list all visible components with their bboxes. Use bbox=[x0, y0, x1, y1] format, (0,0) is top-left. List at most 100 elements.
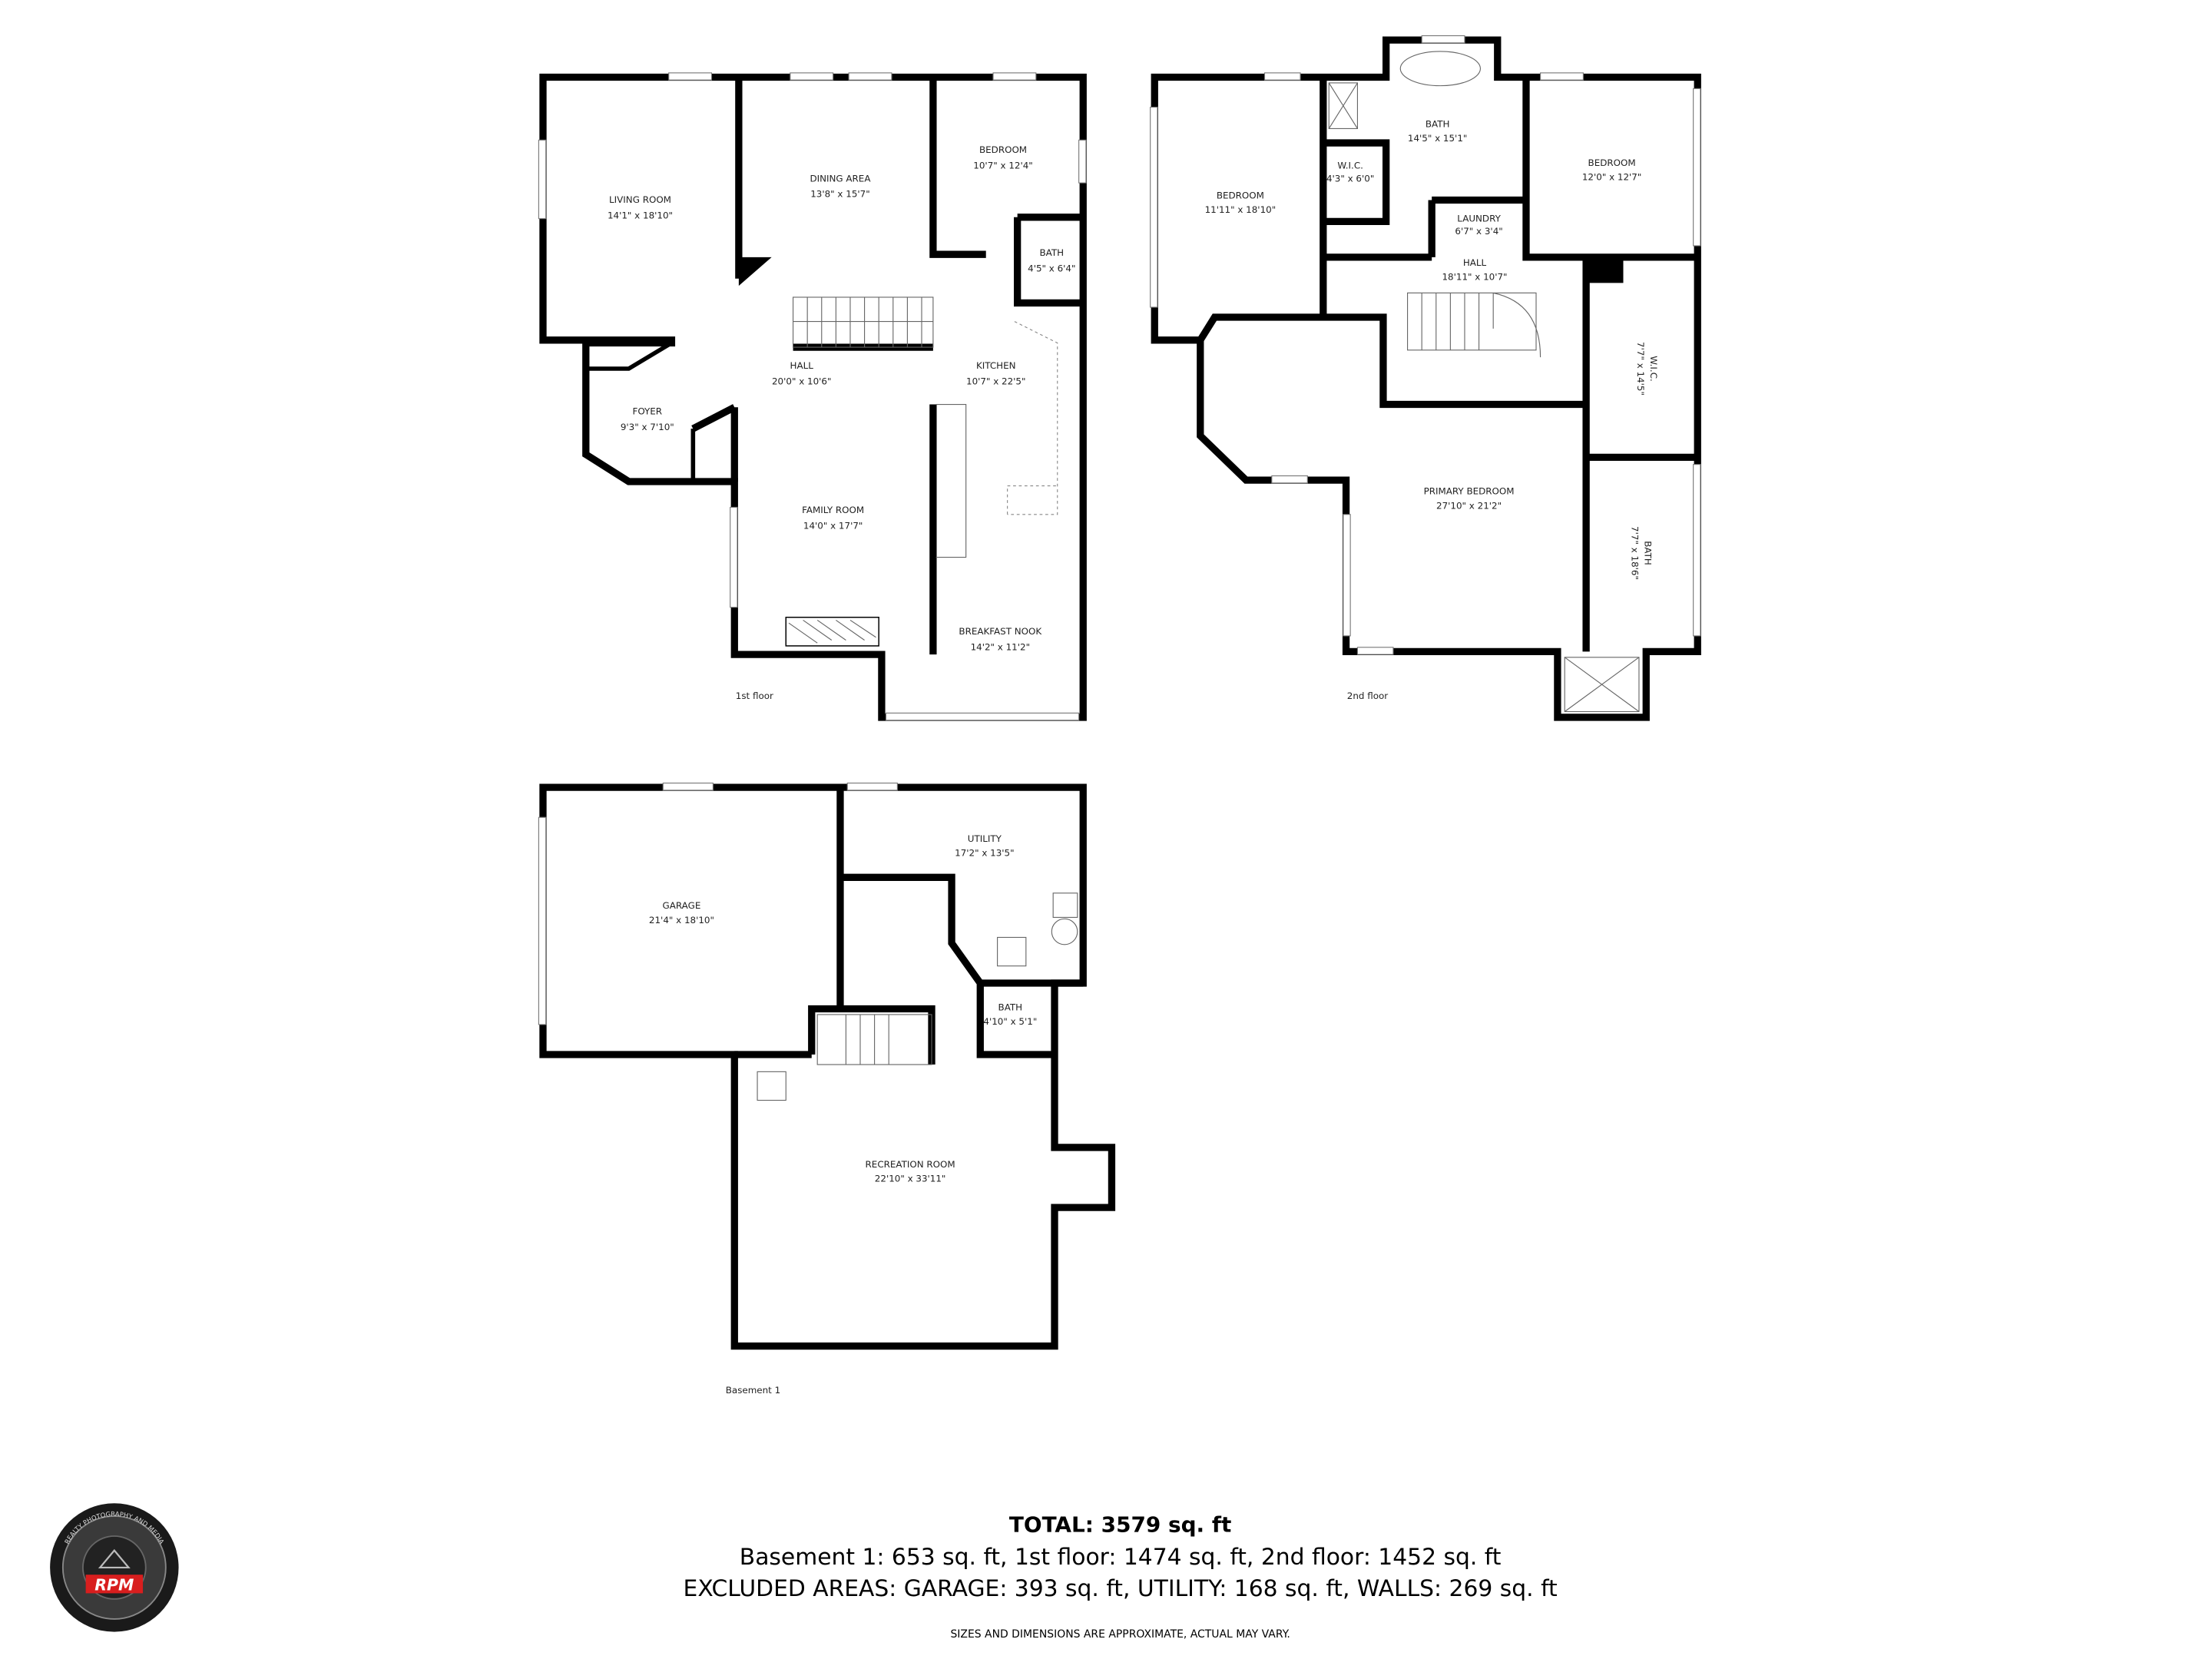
room-dims: 10'7" x 22'5" bbox=[966, 376, 1025, 386]
room-dims: 7'7" x 18'6" bbox=[1630, 526, 1641, 580]
window bbox=[846, 782, 898, 791]
room-dims: 13'8" x 15'7" bbox=[810, 189, 869, 200]
room-dims: 12'0" x 12'7" bbox=[1582, 171, 1641, 182]
wall-corner bbox=[1586, 257, 1624, 283]
room-name: HALL bbox=[790, 360, 814, 371]
garage-door bbox=[538, 816, 547, 1025]
first-floor-plan: LIVING ROOM 14'1" x 18'10" DINING AREA 1… bbox=[538, 72, 1087, 721]
room-dims: 21'4" x 18'10" bbox=[649, 915, 714, 926]
room-name: BEDROOM bbox=[979, 144, 1027, 155]
room-dims: 6'7" x 3'4" bbox=[1455, 226, 1502, 237]
room-name: HALL bbox=[1463, 257, 1487, 268]
fireplace bbox=[785, 616, 879, 647]
box bbox=[757, 1071, 786, 1101]
stair-treads bbox=[1421, 292, 1541, 358]
room-name: FAMILY ROOM bbox=[802, 505, 864, 515]
second-floor-plan: BATH 14'5" x 15'1" BEDROOM 11'11" x 18'1… bbox=[1150, 35, 1701, 721]
shower-cross bbox=[1328, 82, 1358, 129]
wall bbox=[585, 341, 696, 482]
room-name: GARAGE bbox=[663, 900, 701, 911]
rpm-logo: RPM REALTY PHOTOGRAPHY AND MEDIA bbox=[50, 1503, 179, 1632]
room-dims: 27'10" x 21'2" bbox=[1436, 500, 1502, 511]
window bbox=[1693, 88, 1701, 247]
room-name: FOYER bbox=[632, 406, 662, 417]
window bbox=[1356, 647, 1394, 655]
floor-areas: Basement 1: 653 sq. ft, 1st floor: 1474 … bbox=[740, 1544, 1502, 1571]
basement-plan: GARAGE 21'4" x 18'10" UTILITY 17'2" x 13… bbox=[538, 782, 1116, 1396]
window bbox=[1343, 514, 1351, 637]
window bbox=[1693, 464, 1701, 637]
furnace bbox=[1051, 918, 1078, 945]
window bbox=[790, 72, 834, 81]
fireplace-hatch bbox=[788, 619, 876, 644]
window bbox=[668, 72, 713, 81]
stairs bbox=[793, 296, 934, 348]
window bbox=[1263, 72, 1301, 81]
excluded-areas: EXCLUDED AREAS: GARAGE: 393 sq. ft, UTIL… bbox=[684, 1575, 1558, 1602]
window bbox=[1271, 475, 1308, 484]
room-name: BATH bbox=[998, 1002, 1023, 1012]
room-name: BATH bbox=[1642, 541, 1653, 565]
room-dims: 7'7" x 14'5" bbox=[1635, 342, 1646, 396]
wall bbox=[1197, 77, 1698, 652]
room-dims: 14'5" x 15'1" bbox=[1408, 133, 1467, 144]
room-name: KITCHEN bbox=[976, 360, 1016, 371]
shower bbox=[1328, 82, 1358, 129]
room-name: BEDROOM bbox=[1217, 190, 1264, 201]
room-dims: 14'1" x 18'10" bbox=[608, 210, 673, 221]
room-dims: 17'2" x 13'5" bbox=[955, 847, 1014, 858]
room-name: DINING AREA bbox=[810, 173, 871, 184]
room-name: BEDROOM bbox=[1588, 157, 1636, 168]
room-dims: 18'11" x 10'7" bbox=[1442, 272, 1507, 283]
window bbox=[662, 782, 714, 791]
room-name: BREAKFAST NOOK bbox=[959, 626, 1042, 637]
wall-corner bbox=[738, 257, 772, 286]
room-name: BATH bbox=[1040, 247, 1065, 258]
floor-label: Basement 1 bbox=[726, 1385, 780, 1396]
water-heater bbox=[997, 936, 1027, 967]
floor-label: 2nd floor bbox=[1347, 690, 1388, 701]
window bbox=[1421, 35, 1465, 44]
window bbox=[730, 506, 738, 608]
window bbox=[848, 72, 892, 81]
stairs bbox=[1407, 292, 1537, 351]
kitchen-counter bbox=[1007, 321, 1058, 515]
room-dims: 14'0" x 17'7" bbox=[803, 520, 863, 531]
room-dims: 20'0" x 10'6" bbox=[772, 376, 831, 386]
window bbox=[885, 712, 1080, 721]
room-name: W.I.C. bbox=[1337, 161, 1363, 171]
room-name: W.I.C. bbox=[1648, 356, 1659, 382]
room-dims: 4'3" x 6'0" bbox=[1326, 173, 1374, 184]
basement-exterior-wall bbox=[539, 783, 1116, 1350]
window bbox=[992, 72, 1037, 81]
disclaimer: SIZES AND DIMENSIONS ARE APPROXIMATE, AC… bbox=[950, 1628, 1290, 1641]
window bbox=[1078, 139, 1087, 184]
window bbox=[1540, 72, 1584, 81]
room-dims: 9'3" x 7'10" bbox=[621, 422, 674, 432]
second-floor-exterior-wall bbox=[1151, 36, 1701, 721]
room-dims: 14'2" x 11'2" bbox=[971, 642, 1030, 653]
room-name: LIVING ROOM bbox=[609, 194, 671, 205]
shower bbox=[1564, 657, 1640, 713]
room-name: RECREATION ROOM bbox=[866, 1159, 955, 1170]
room-dims: 10'7" x 12'4" bbox=[973, 161, 1032, 171]
room-dims: 4'10" x 5'1" bbox=[983, 1016, 1037, 1027]
room-name: BATH bbox=[1426, 119, 1450, 130]
room-name: UTILITY bbox=[968, 833, 1002, 844]
floor-label: 1st floor bbox=[736, 690, 773, 701]
room-name: LAUNDRY bbox=[1457, 213, 1501, 224]
room-name: PRIMARY BEDROOM bbox=[1424, 486, 1515, 497]
kitchen-island bbox=[935, 403, 967, 558]
window bbox=[1150, 106, 1158, 308]
room-dims: 4'5" x 6'4" bbox=[1028, 263, 1075, 273]
total-area: TOTAL: 3579 sq. ft bbox=[1009, 1512, 1232, 1537]
wall bbox=[734, 787, 1084, 1065]
shower-cross bbox=[1564, 657, 1640, 712]
bathtub bbox=[1399, 51, 1481, 87]
window bbox=[538, 139, 547, 220]
room-dims: 11'11" x 18'10" bbox=[1205, 204, 1277, 215]
room-dims: 22'10" x 33'11" bbox=[875, 1174, 946, 1184]
stair-treads bbox=[793, 296, 933, 348]
utility-sink bbox=[1052, 892, 1078, 918]
